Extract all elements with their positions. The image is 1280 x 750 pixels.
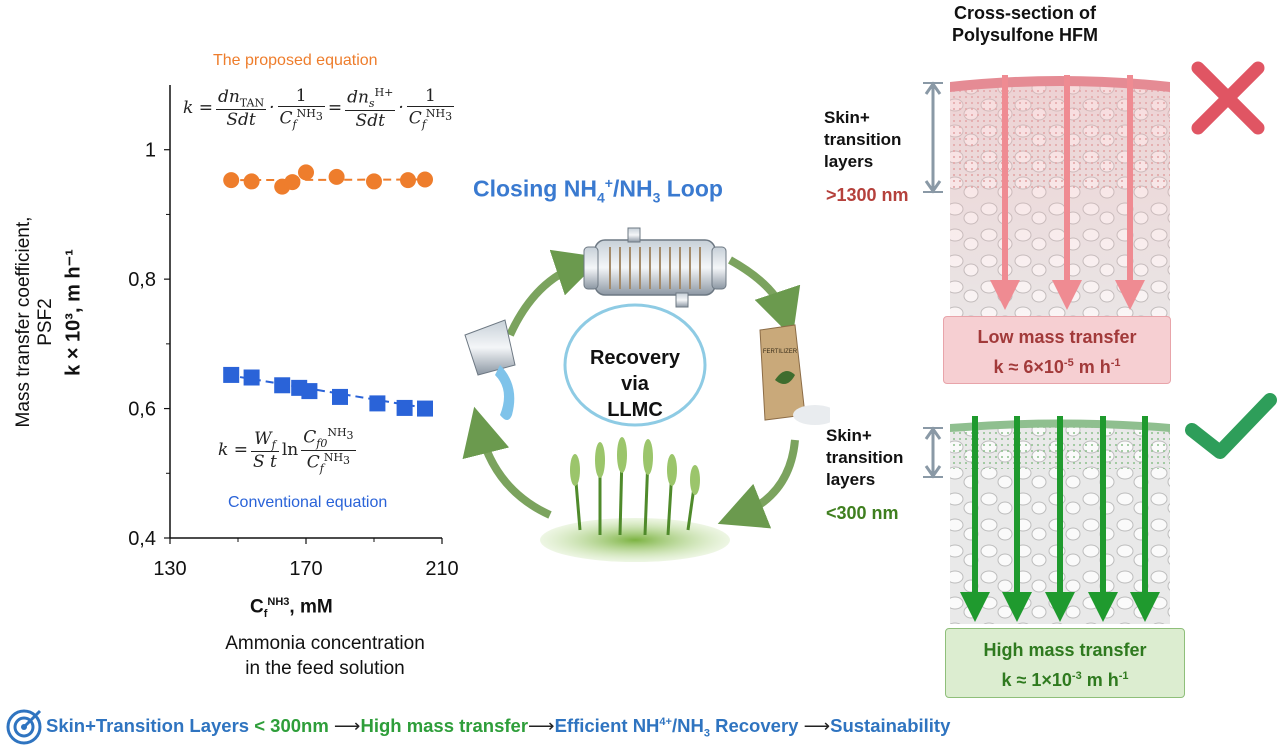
data-point — [301, 383, 318, 400]
loop-arrow-1 — [506, 249, 603, 337]
bottom-cross-section — [950, 416, 1170, 624]
data-point — [298, 164, 314, 181]
data-point — [284, 174, 301, 191]
y-axis-label-2: k × 10³, m h⁻¹ — [62, 249, 85, 376]
cross-icon — [1191, 61, 1265, 135]
loop-center-text: Recovery via LLMC — [589, 347, 681, 421]
mass-transfer-chart: 130 170 210 0,4 0,6 0,8 1 — [128, 85, 459, 580]
data-point — [417, 400, 433, 417]
membrane-title: Cross-section of Polysulfone HFM — [951, 3, 1098, 45]
footer-summary: Skin+Transition Layers < 300nm ⟶High mas… — [46, 715, 951, 740]
data-point — [400, 172, 416, 189]
y-tick-label: 0,4 — [128, 528, 156, 550]
x-axis-desc: Ammonia concentration in the feed soluti… — [225, 633, 425, 679]
target-icon — [6, 709, 42, 745]
loop-arrow-4 — [462, 406, 552, 519]
conventional-equation-label: Conventional equation — [228, 494, 388, 511]
fertilizer-bag-label: FERTILIZER — [763, 349, 798, 355]
top-layer-label: Skin+ transition layers — [824, 108, 902, 171]
y-axis-label-1: Mass transfer coefficient, PSF2 — [13, 216, 56, 428]
data-point — [417, 171, 433, 188]
top-cross-section — [950, 75, 1170, 330]
membrane-module-icon — [583, 227, 727, 308]
chart-series — [223, 164, 433, 417]
x-tick-label: 130 — [153, 558, 186, 580]
low-mass-transfer-box: Low mass transfer k ≈ 6×10-5 m h-1 — [943, 316, 1171, 384]
loop-title: Closing NH4+/NH3 Loop — [473, 175, 723, 206]
wheat-field-icon — [540, 437, 730, 562]
data-point — [332, 388, 348, 405]
trend-line — [227, 178, 430, 182]
loop-graphic: FERTILIZER — [462, 227, 830, 562]
data-point — [223, 172, 240, 189]
data-point — [223, 366, 240, 383]
x-tick-label: 170 — [289, 558, 322, 580]
data-point — [274, 377, 291, 394]
data-point — [366, 173, 382, 190]
loop-arrow-3 — [717, 439, 799, 529]
trend-line — [227, 373, 430, 410]
bottom-thickness-bracket — [923, 426, 943, 479]
bottom-layer-label: Skin+ transition layers — [826, 426, 904, 489]
y-tick-label: 0,6 — [128, 399, 156, 421]
top-thickness-value: >1300 nm — [826, 185, 909, 205]
check-icon — [1185, 393, 1277, 459]
data-point — [369, 395, 386, 412]
bucket-icon — [464, 319, 516, 420]
data-point — [328, 168, 345, 185]
x-axis-label: CfNH3, mM — [250, 596, 333, 621]
top-thickness-bracket — [923, 81, 943, 194]
fertilizer-bag-icon — [759, 324, 830, 425]
loop-arrow-2 — [728, 256, 801, 338]
data-point — [243, 369, 260, 386]
y-tick-label: 1 — [145, 140, 156, 162]
bottom-thickness-value: <300 nm — [826, 503, 899, 523]
x-tick-label: 210 — [425, 558, 458, 580]
data-point — [243, 173, 260, 190]
data-point — [396, 399, 413, 416]
y-tick-label: 0,8 — [128, 269, 156, 291]
high-mass-transfer-box: High mass transfer k ≈ 1×10-3 m h-1 — [945, 628, 1185, 698]
proposed-equation-label: The proposed equation — [213, 52, 378, 69]
chart-ticks: 130 170 210 0,4 0,6 0,8 1 — [128, 140, 459, 580]
